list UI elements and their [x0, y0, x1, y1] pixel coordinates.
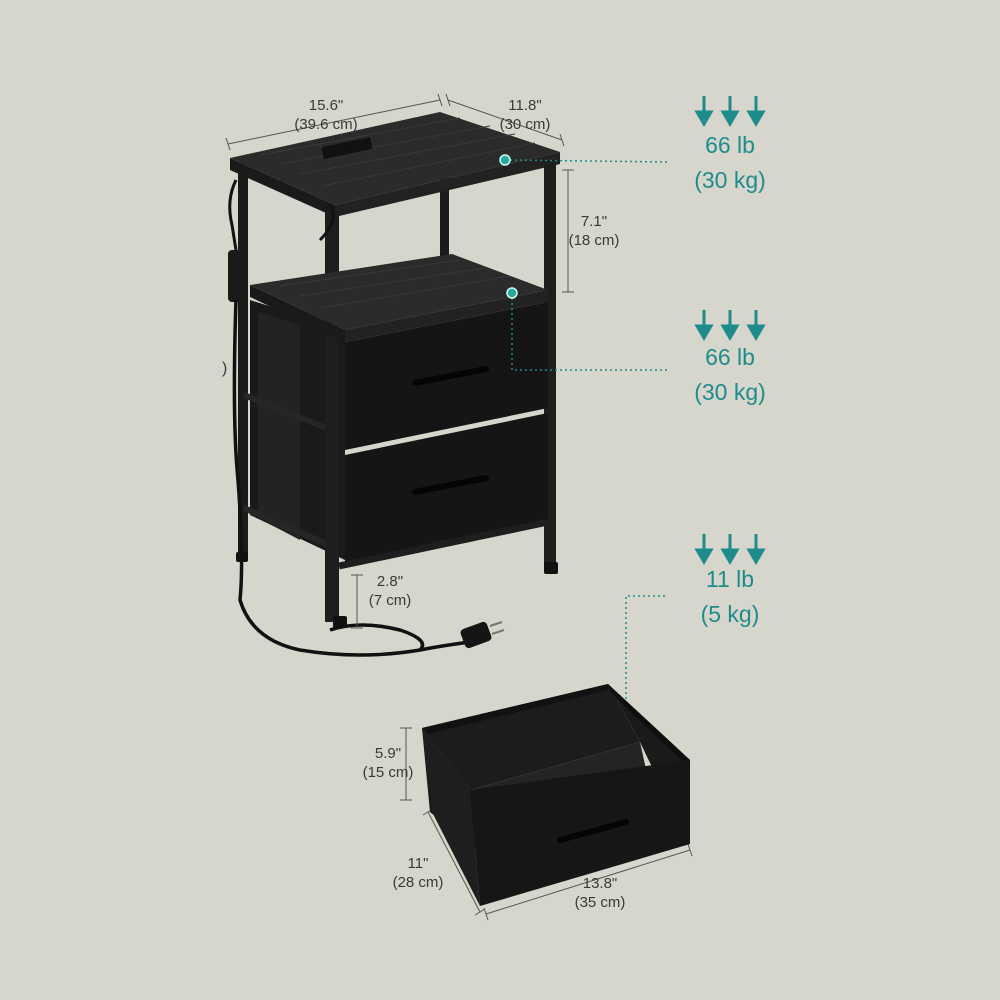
drawer-width-cm: (35 cm) — [574, 894, 626, 911]
power-outlet — [321, 137, 373, 159]
load-arrows-middle — [694, 310, 766, 341]
middle-shelf-load: 66 lb (30 kg) — [670, 340, 790, 410]
cut-off-paren: ) — [222, 360, 228, 377]
power-plug — [460, 621, 492, 649]
width-inches: 15.6" — [308, 97, 344, 114]
side-power-strip — [228, 250, 244, 302]
middle-shelf-load-lb: 66 lb — [705, 344, 755, 370]
shelf-gap-dimension: 7.1" (18 cm) — [556, 212, 632, 250]
ground-clearance-inches: 2.8" — [376, 573, 404, 590]
ground-clearance-cm: (7 cm) — [368, 592, 412, 609]
load-arrows-top — [694, 96, 766, 127]
middle-shelf — [250, 254, 548, 330]
width-dimension: 15.6" (39.6 cm) — [276, 96, 376, 134]
shelf-gap-inches: 7.1" — [580, 213, 608, 230]
top-shelf-load-kg: (30 kg) — [694, 167, 766, 193]
top-shelf-load: 66 lb (30 kg) — [670, 128, 790, 198]
drawer-1-handle — [412, 366, 489, 386]
drawer-width-inches: 13.8" — [582, 875, 618, 892]
callout-lines — [504, 159, 669, 734]
ground-clearance-dimension: 2.8" (7 cm) — [352, 572, 428, 610]
back-left-leg — [238, 172, 248, 558]
drawer-2-handle — [412, 475, 489, 495]
width-cm: (39.6 cm) — [294, 116, 358, 133]
drawer-depth-inches: 11" — [407, 855, 429, 872]
drawer-height-inches: 5.9" — [374, 745, 402, 762]
drawer-load: 11 lb (5 kg) — [670, 562, 790, 632]
drawer-load-lb: 11 lb — [705, 566, 755, 592]
power-cord — [232, 299, 471, 657]
dimension-lines — [225, 93, 693, 921]
drawer-height-cm: (15 cm) — [362, 764, 414, 781]
depth-inches: 11.8" — [508, 97, 542, 114]
depth-cm: (30 cm) — [499, 116, 551, 133]
fabric-drawer — [422, 684, 690, 906]
drawer-depth-cm: (28 cm) — [392, 874, 444, 891]
load-arrows-drawer — [694, 534, 766, 565]
back-right-leg — [440, 175, 449, 275]
drawer-height-dimension: 5.9" (15 cm) — [348, 744, 428, 782]
middle-shelf-load-kg: (30 kg) — [694, 379, 766, 405]
top-board — [230, 112, 560, 205]
drawer-depth-dimension: 11" (28 cm) — [378, 854, 458, 892]
depth-dimension: 11.8" (30 cm) — [480, 96, 570, 134]
drawer-bin-handle — [557, 819, 629, 843]
nightstand — [228, 112, 560, 657]
top-shelf-load-lb: 66 lb — [705, 132, 755, 158]
shelf-gap-cm: (18 cm) — [568, 232, 620, 249]
drawer-width-dimension: 13.8" (35 cm) — [560, 874, 640, 912]
drawer-load-kg: (5 kg) — [700, 601, 760, 627]
